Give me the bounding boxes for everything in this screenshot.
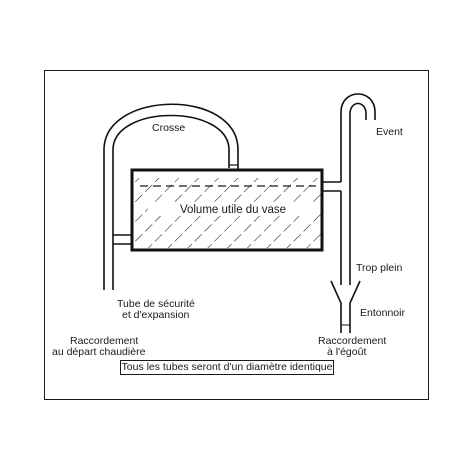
label-volume-utile: Volume utile du vase — [148, 204, 318, 216]
event-pipe — [322, 93, 376, 285]
entonnoir-funnel — [330, 280, 361, 333]
label-raccordement-left-line1: Raccordement — [70, 335, 139, 347]
label-raccordement-left-line2: au départ chaudière — [52, 346, 146, 358]
label-raccordement-right-line1: Raccordement — [318, 335, 387, 347]
diagram-frame — [44, 70, 429, 400]
label-event: Event — [376, 126, 403, 138]
left-connection-pipe — [113, 234, 132, 245]
label-entonnoir: Entonnoir — [360, 307, 405, 319]
label-trop-plein: Trop plein — [356, 262, 403, 274]
label-crosse: Crosse — [152, 122, 186, 134]
label-tube-line2: et d'expansion — [122, 309, 190, 321]
label-tube-line1: Tube de sécurité — [117, 298, 195, 310]
label-raccordement-right-line2: à l'égoût — [327, 346, 367, 358]
caption-box: Tous les tubes seront d'un diamètre iden… — [120, 360, 334, 375]
crosse-loop-pipe — [103, 103, 239, 290]
